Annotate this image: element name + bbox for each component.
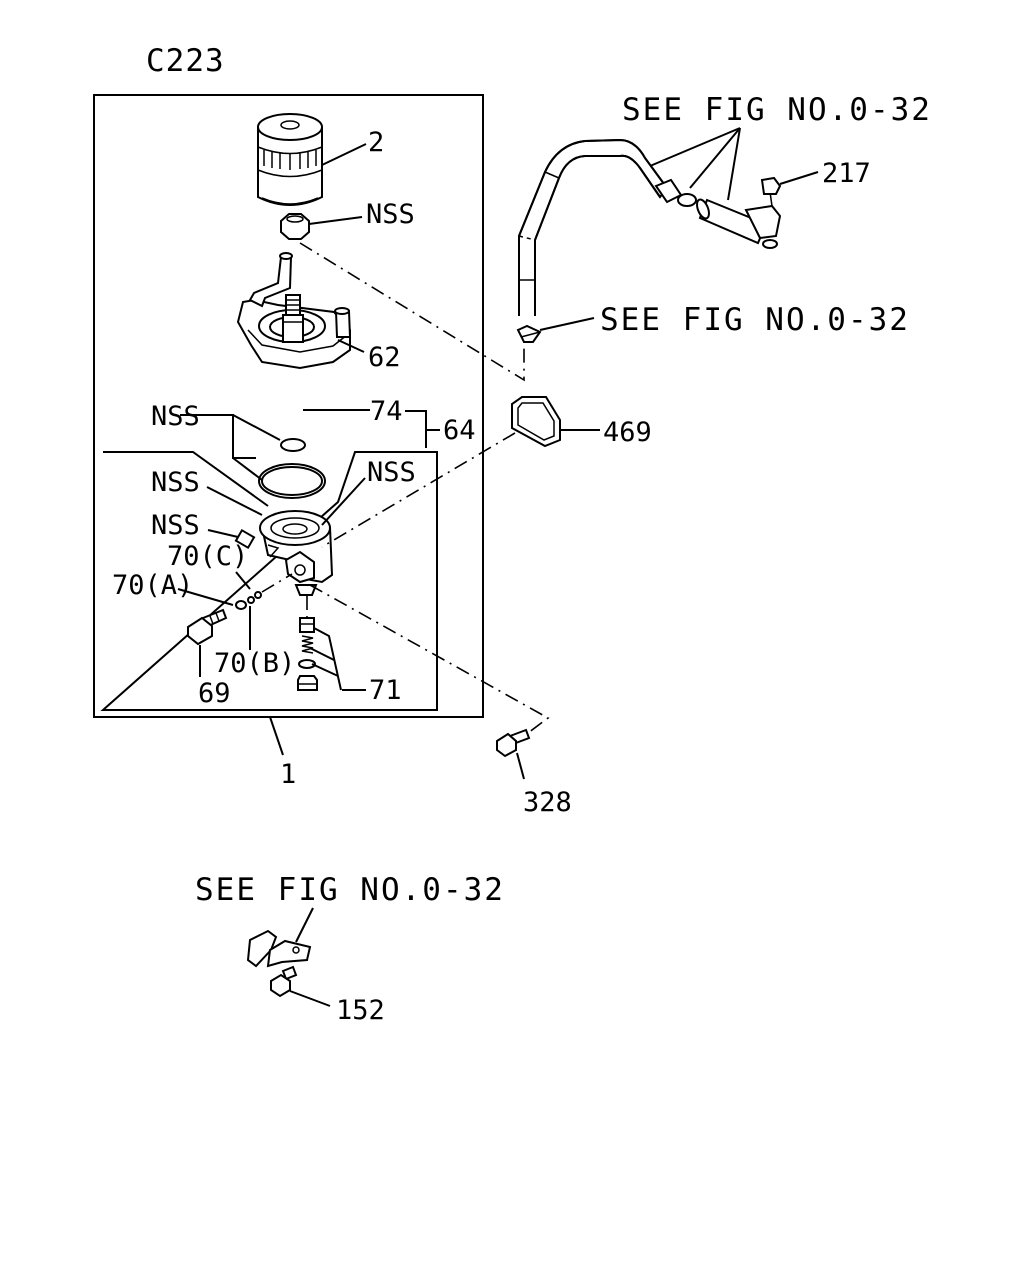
- label-part-70a: 70(A): [112, 570, 193, 601]
- gasket-469: [511, 396, 561, 448]
- center-bolt: [282, 294, 304, 343]
- filter-nut: [280, 213, 310, 240]
- large-o-ring: [258, 463, 326, 499]
- label-part-152: 152: [336, 995, 385, 1026]
- oil-hose: [518, 138, 697, 316]
- reference-bottom: SEE FIG NO.0-32: [195, 872, 505, 908]
- leader-part-71: [309, 627, 342, 691]
- label-part-328: 328: [523, 787, 572, 818]
- label-part-71: 71: [369, 675, 402, 706]
- small-o-ring: [280, 438, 306, 452]
- label-part-70b: 70(B): [214, 648, 295, 679]
- bolt-217: [760, 176, 782, 195]
- label-nss-gasket-right: NSS: [367, 457, 416, 488]
- reference-top: SEE FIG NO.0-32: [622, 92, 932, 128]
- label-part-1: 1: [280, 759, 296, 790]
- oil-pipe-bracket: [696, 180, 782, 249]
- pipe-clip-bracket: [246, 929, 312, 968]
- label-part-69: 69: [198, 678, 231, 709]
- label-part-64: 64: [443, 415, 476, 446]
- part-70a-washer: [235, 600, 247, 610]
- filter-head-bracket: [236, 252, 352, 370]
- leader-nss-small-oring: [180, 414, 281, 459]
- label-part-217: 217: [822, 158, 871, 189]
- relief-valve-set: [297, 617, 318, 691]
- assembly-box-outer: [93, 94, 484, 718]
- label-nss-plug: NSS: [151, 510, 200, 541]
- nut-leader-line: [299, 242, 525, 382]
- label-part-2: 2: [368, 127, 384, 158]
- hose-clip-middle: [516, 324, 542, 343]
- bracket-part-64: [405, 410, 427, 448]
- figure-code: C223: [146, 43, 225, 79]
- label-part-70c: 70(C): [167, 541, 248, 572]
- bolt-328: [496, 728, 531, 758]
- label-nss-small-oring: NSS: [151, 401, 200, 432]
- reference-middle: SEE FIG NO.0-32: [600, 302, 910, 338]
- label-part-62: 62: [368, 342, 401, 373]
- bolt-152: [270, 965, 298, 998]
- oil-filter-cartridge: [257, 113, 323, 206]
- part-70b-ball: [247, 596, 255, 604]
- label-nss-nut: NSS: [366, 199, 415, 230]
- assembly-box-inner: [100, 451, 438, 711]
- label-nss-gasket-left: NSS: [151, 467, 200, 498]
- bolt-328-leader: [309, 584, 550, 734]
- small-plug: [234, 528, 256, 550]
- label-part-469: 469: [603, 417, 652, 448]
- label-part-74: 74: [370, 396, 403, 427]
- part-70c-ball: [254, 591, 262, 599]
- relief-valve-bolt: [187, 608, 228, 646]
- filter-adapter-body: [259, 510, 334, 596]
- reference-top-leaders: [649, 127, 741, 201]
